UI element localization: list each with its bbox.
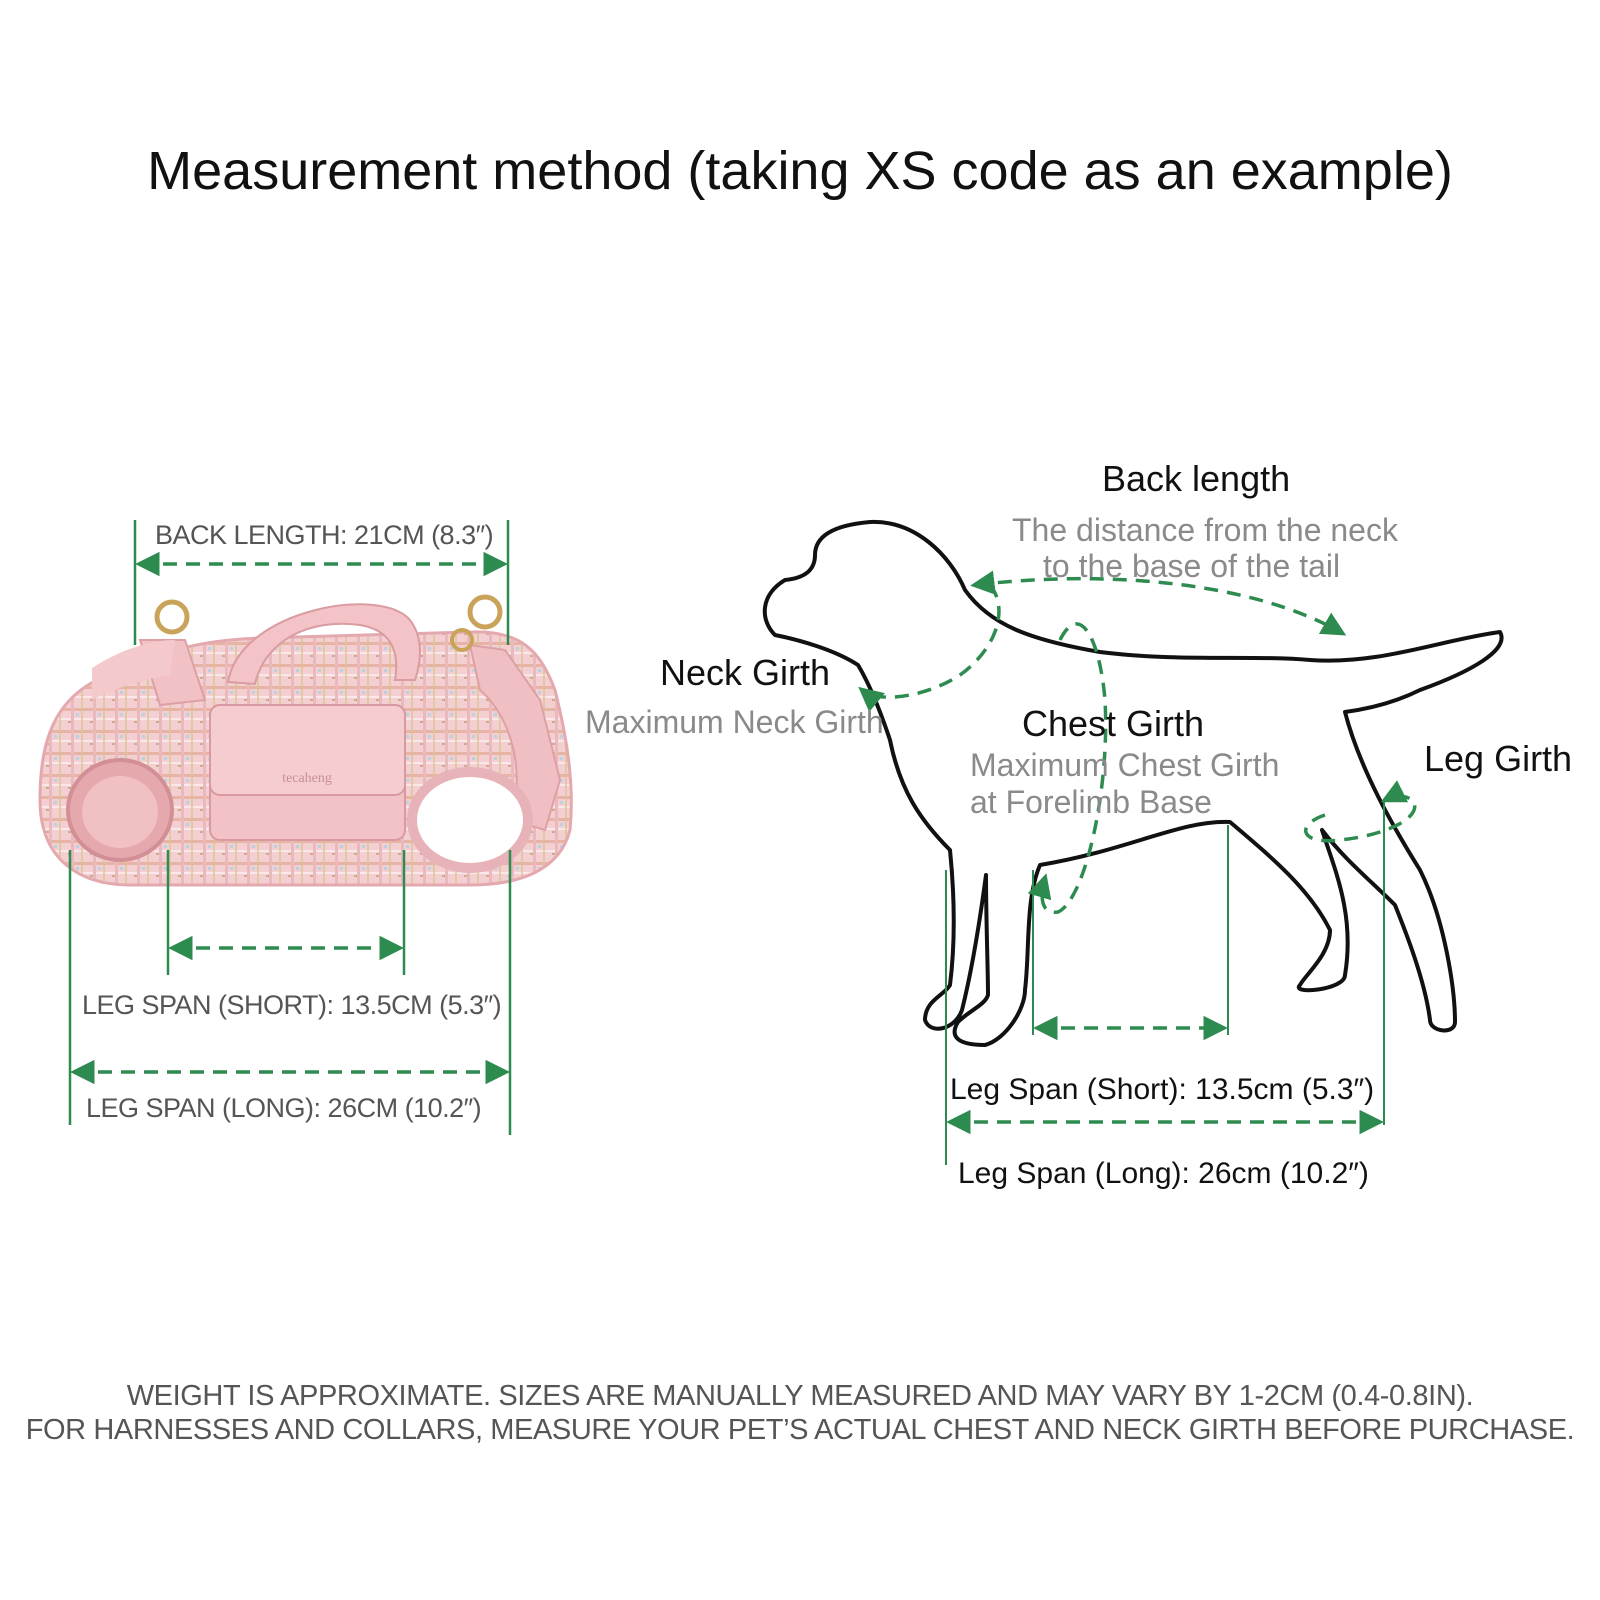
neck-girth-loop: [858, 583, 1001, 712]
chest-girth-desc-line1: Maximum Chest Girth: [970, 747, 1280, 783]
dog-leg-span-long-label: Leg Span (Long): 26cm (10.2″): [958, 1157, 1369, 1190]
back-length-label: Back length: [1102, 458, 1291, 499]
dog-measure-guides: [945, 800, 1385, 1165]
page-title: Measurement method (taking XS code as an…: [147, 141, 1453, 201]
neck-girth-desc: Maximum Neck Girth: [585, 704, 884, 740]
harness-leg-span-long-label: LEG SPAN (LONG): 26CM (10.2″): [86, 1093, 482, 1123]
harness-back-length-label: BACK LENGTH: 21CM (8.3″): [155, 520, 494, 550]
harness-brand-mark: tecaheng: [282, 771, 332, 786]
dog-outline: [762, 519, 1504, 1047]
harness-leg-span-short-label: LEG SPAN (SHORT): 13.5CM (5.3″): [82, 990, 502, 1020]
footer-note-line2: FOR HARNESSES AND COLLARS, MEASURE YOUR …: [25, 1414, 1575, 1446]
footer-note-line1: WEIGHT IS APPROXIMATE. SIZES ARE MANUALL…: [126, 1380, 1474, 1412]
chest-girth-desc-line2: at Forelimb Base: [970, 784, 1212, 820]
neck-girth-label: Neck Girth: [660, 652, 831, 693]
dog-back-length-arrow: [970, 570, 1347, 636]
harness-measure-lines: [68, 520, 512, 1135]
harness-image: tecaheng: [38, 594, 573, 887]
leg-girth-label: Leg Girth: [1424, 738, 1573, 779]
chest-girth-label: Chest Girth: [1022, 703, 1205, 744]
leg-girth-loop: [1304, 780, 1417, 843]
dog-leg-span-short-label: Leg Span (Short): 13.5cm (5.3″): [950, 1073, 1375, 1106]
back-length-desc-line2: to the base of the tail: [1043, 548, 1341, 584]
back-length-desc-line1: The distance from the neck: [1012, 512, 1398, 548]
